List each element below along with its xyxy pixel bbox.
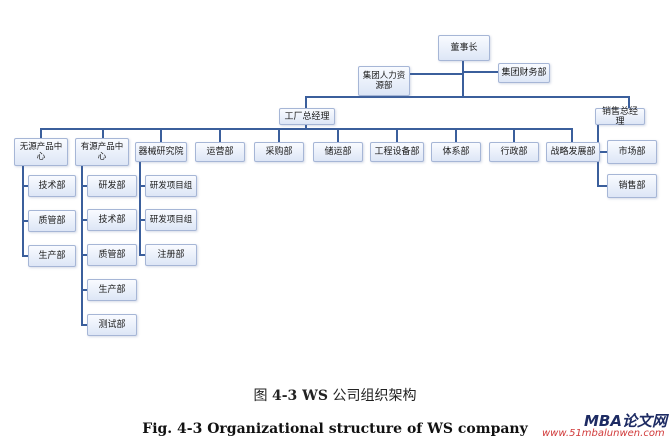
caption-title: 公司组织架构 xyxy=(332,388,417,404)
node-device-institute: 器械研究院 xyxy=(135,142,187,162)
node-warehouse: 储运部 xyxy=(313,142,363,162)
connector xyxy=(139,162,141,256)
connector xyxy=(40,128,573,130)
node-sales-market: 市场部 xyxy=(607,140,657,164)
connector xyxy=(139,185,145,187)
connector xyxy=(455,128,457,142)
figure-caption-cn: 图 4-3 WS 公司组织架构 xyxy=(0,385,670,405)
node-system: 体系部 xyxy=(431,142,481,162)
connector xyxy=(462,61,464,98)
node-active-center: 有源产品中心 xyxy=(75,138,129,166)
node-sales-gm: 销售总经理 xyxy=(595,107,645,127)
node-engineering: 工程设备部 xyxy=(370,142,424,162)
figure-caption-en: Fig. 4-3 Organizational structure of WS … xyxy=(142,421,528,437)
node-no-source-center: 无源产品中心 xyxy=(14,138,68,166)
node-di-rd-group-1: 研发项目组 xyxy=(145,175,197,197)
caption-prefix: 图 xyxy=(253,388,268,404)
connector xyxy=(396,128,398,142)
connector xyxy=(628,96,630,108)
node-ns-tech: 技术部 xyxy=(28,175,76,197)
connector xyxy=(571,128,573,142)
connector xyxy=(139,254,145,256)
node-di-rd-group-2: 研发项目组 xyxy=(145,209,197,231)
node-sales-sales: 销售部 xyxy=(607,174,657,198)
connector xyxy=(464,71,498,73)
connector xyxy=(160,128,162,142)
node-di-registration: 注册部 xyxy=(145,244,197,266)
node-admin: 行政部 xyxy=(489,142,539,162)
node-ns-prod: 生产部 xyxy=(28,245,76,267)
connector xyxy=(337,128,339,142)
connector xyxy=(219,128,221,142)
connector xyxy=(22,255,28,257)
node-ac-qa: 质管部 xyxy=(87,244,137,266)
node-chairman: 董事长 xyxy=(438,35,490,61)
connector xyxy=(410,73,462,75)
connector xyxy=(139,219,145,221)
node-ac-rd: 研发部 xyxy=(87,175,137,197)
node-ac-tech: 技术部 xyxy=(87,209,137,231)
node-strategy: 战略发展部 xyxy=(546,142,600,162)
node-purchasing: 采购部 xyxy=(254,142,304,162)
node-ns-qa: 质管部 xyxy=(28,210,76,232)
connector xyxy=(81,219,87,221)
connector xyxy=(305,96,630,98)
connector xyxy=(305,96,307,108)
connector xyxy=(597,151,607,153)
connector xyxy=(81,324,87,326)
connector xyxy=(40,128,42,138)
node-factory-gm: 工厂总经理 xyxy=(279,108,335,125)
node-group-finance: 集团财务部 xyxy=(498,63,550,83)
connector xyxy=(102,128,104,138)
watermark-title: MBA论文网 xyxy=(584,412,667,430)
connector xyxy=(305,125,307,130)
connector xyxy=(597,185,607,187)
node-ac-prod: 生产部 xyxy=(87,279,137,301)
connector xyxy=(513,128,515,142)
caption-number: 4-3 WS xyxy=(272,388,328,404)
node-operations: 运营部 xyxy=(195,142,245,162)
node-ac-test: 测试部 xyxy=(87,314,137,336)
connector xyxy=(22,220,28,222)
connector xyxy=(81,254,87,256)
node-group-hr: 集团人力资源部 xyxy=(358,66,410,96)
connector xyxy=(22,166,24,257)
watermark-url: www.51mbalunwen.com xyxy=(542,428,665,439)
connector xyxy=(278,128,280,142)
connector xyxy=(22,185,28,187)
connector xyxy=(81,185,87,187)
connector xyxy=(81,166,83,326)
connector xyxy=(81,289,87,291)
